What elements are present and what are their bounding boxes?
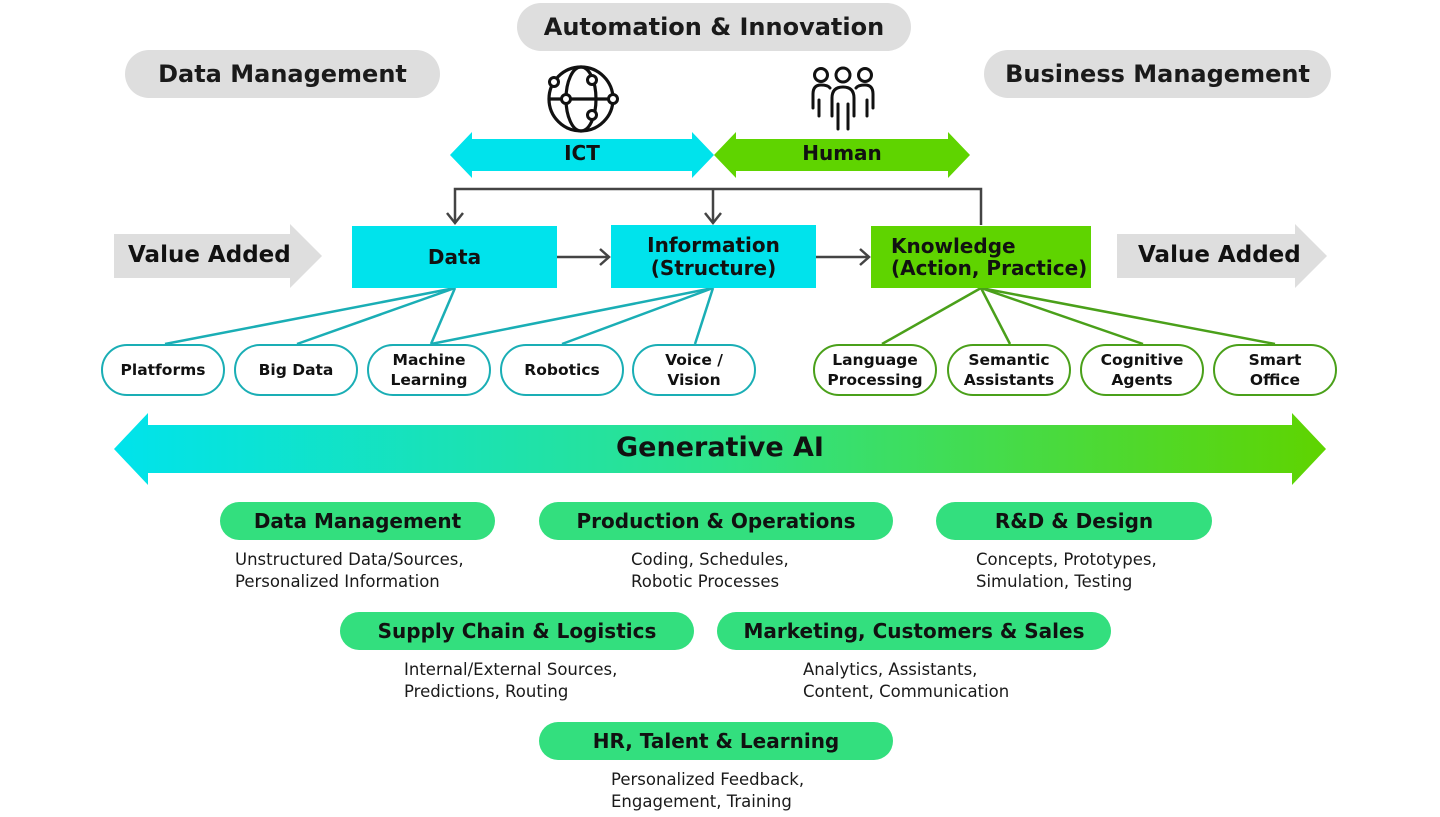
data-box-label: Data: [427, 244, 482, 269]
function-description-line: Internal/External Sources,: [404, 660, 618, 679]
function-marketing-customers-sales: Marketing, Customers & Sales: [717, 612, 1111, 650]
feedback-loop: [446, 187, 983, 266]
tech-node-machine-learning: Machine Learning: [367, 344, 491, 396]
data-box: Data: [352, 226, 557, 288]
value-added-left-label: Value Added: [128, 242, 291, 268]
tech-node-label-line2: Agents: [1111, 371, 1173, 389]
value-added-left-arrow: [114, 224, 322, 288]
people-group-icon: [811, 66, 875, 131]
business-management-header-label: Business Management: [1005, 60, 1310, 88]
information-box-title: Information: [647, 233, 780, 258]
human-label: Human: [802, 141, 882, 165]
function-description-line: Personalized Information: [235, 572, 440, 591]
function-description: Unstructured Data/Sources, Personalized …: [235, 549, 464, 593]
tech-node-label-line2: Office: [1249, 371, 1301, 389]
function-hr-talent-learning: HR, Talent & Learning: [539, 722, 893, 760]
function-title: Marketing, Customers & Sales: [743, 619, 1085, 643]
tech-node-label: Robotics: [524, 360, 600, 379]
tech-node-label-line1: Smart: [1248, 350, 1302, 369]
function-title: Production & Operations: [576, 509, 856, 533]
tech-node-label: Big Data: [258, 360, 334, 379]
function-rd-design: R&D & Design: [936, 502, 1212, 540]
data-management-header: Data Management: [125, 50, 440, 98]
function-title: R&D & Design: [994, 509, 1154, 533]
function-description: Internal/External Sources, Predictions, …: [404, 659, 617, 703]
data-management-header-label: Data Management: [158, 60, 407, 88]
value-added-right-label: Value Added: [1138, 242, 1301, 268]
function-description-line: Engagement, Training: [611, 792, 792, 811]
tech-node-label-line1: Language: [832, 350, 918, 369]
tech-node-platforms: Platforms: [101, 344, 225, 396]
function-description-line: Robotic Processes: [631, 572, 780, 591]
function-data-management: Data Management: [220, 502, 495, 540]
tech-node-cognitive-agents: Cognitive Agents: [1080, 344, 1204, 396]
tech-node-label-line2: Processing: [827, 371, 923, 389]
information-box: Information (Structure): [611, 225, 816, 288]
knowledge-box: Knowledge (Action, Practice): [871, 226, 1091, 288]
tech-node-label-line1: Cognitive: [1100, 350, 1184, 369]
tech-node-smart-office: Smart Office: [1213, 344, 1337, 396]
tech-node-label-line2: Vision: [667, 371, 721, 389]
tech-node-label-line1: Semantic: [968, 350, 1050, 369]
business-management-header: Business Management: [984, 50, 1331, 98]
tech-node-voice-vision: Voice / Vision: [632, 344, 756, 396]
tech-node-label-line1: Machine: [392, 350, 466, 369]
tech-node-label-line1: Voice /: [665, 350, 723, 369]
tech-node-label: Platforms: [120, 360, 206, 379]
automation-innovation-header: Automation & Innovation: [517, 3, 911, 51]
knowledge-box-subtitle: (Action, Practice): [891, 256, 1088, 280]
information-box-subtitle: (Structure): [650, 255, 777, 280]
function-description-line: Simulation, Testing: [976, 572, 1133, 591]
tech-node-big-data: Big Data: [234, 344, 358, 396]
generative-ai-label: Generative AI: [616, 432, 824, 463]
tech-node-robotics: Robotics: [500, 344, 624, 396]
function-description-line: Coding, Schedules,: [631, 550, 789, 569]
function-description-line: Unstructured Data/Sources,: [235, 550, 464, 569]
function-description: Concepts, Prototypes, Simulation, Testin…: [976, 549, 1157, 593]
function-description-line: Analytics, Assistants,: [803, 660, 978, 679]
function-title: Data Management: [253, 509, 462, 533]
tech-node-semantic-assistants: Semantic Assistants: [947, 344, 1071, 396]
tech-node-label-line2: Assistants: [963, 371, 1055, 389]
function-description: Personalized Feedback, Engagement, Train…: [611, 769, 804, 813]
function-supply-chain-logistics: Supply Chain & Logistics: [340, 612, 694, 650]
function-description-line: Personalized Feedback,: [611, 770, 805, 789]
function-description-line: Content, Communication: [803, 682, 1010, 701]
human-arrow: [714, 132, 970, 178]
function-description: Coding, Schedules, Robotic Processes: [631, 549, 789, 593]
automation-innovation-label: Automation & Innovation: [543, 13, 885, 41]
ict-label: ICT: [564, 141, 600, 165]
function-description-line: Concepts, Prototypes,: [976, 550, 1157, 569]
function-production-operations: Production & Operations: [539, 502, 893, 540]
globe-network-icon: [547, 65, 619, 133]
value-added-right-arrow: [1117, 224, 1327, 288]
function-description-line: Predictions, Routing: [404, 682, 569, 701]
function-title: Supply Chain & Logistics: [377, 619, 657, 643]
generative-ai-arrow: [114, 413, 1326, 485]
tech-node-language-processing: Language Processing: [813, 344, 937, 396]
function-title: HR, Talent & Learning: [592, 729, 840, 753]
ict-arrow: [450, 132, 714, 178]
tech-node-label-line2: Learning: [390, 371, 468, 389]
knowledge-box-title: Knowledge: [891, 233, 1016, 258]
function-description: Analytics, Assistants, Content, Communic…: [803, 659, 1009, 703]
